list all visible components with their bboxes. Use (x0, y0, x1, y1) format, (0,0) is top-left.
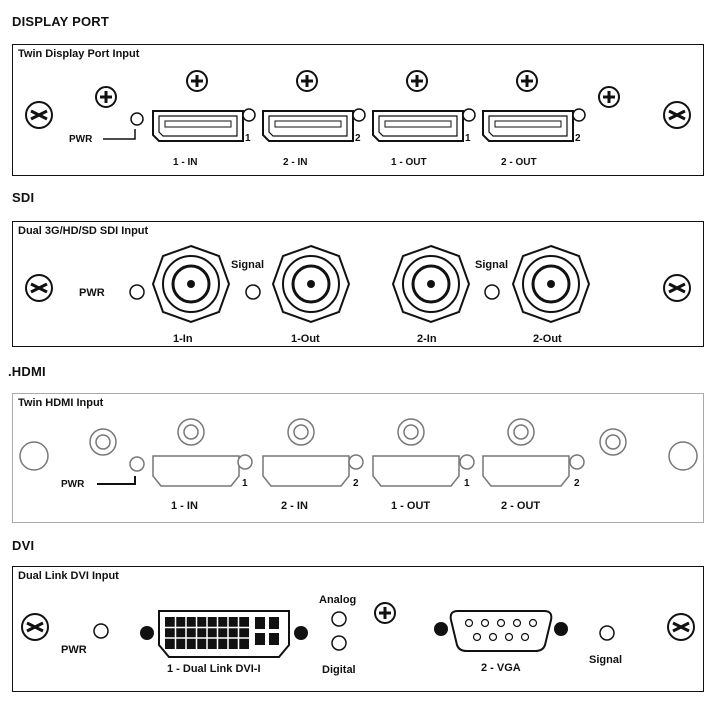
mount-screw (507, 418, 535, 446)
panel-title: Twin Display Port Input (18, 48, 140, 60)
port-label: 2 - IN (283, 157, 307, 168)
port-label: 2-In (417, 333, 437, 345)
signal-label: Signal (231, 259, 264, 271)
led-number: 1 (245, 133, 251, 144)
panel-screw-right (667, 613, 695, 641)
mount-screw (374, 602, 396, 624)
displayport-connector-1-out[interactable] (372, 110, 464, 142)
panel-title: Twin HDMI Input (18, 397, 104, 409)
hdmi-panel-art: PWR 1 2 1 2 1 - IN 2 - IN 1 - OUT 2 - OU… (19, 418, 698, 512)
pwr-led (93, 623, 109, 639)
mount-screw (296, 70, 318, 92)
bnc-connector-1-out[interactable] (271, 244, 351, 324)
pwr-label: PWR (61, 644, 87, 656)
port-label: 1-Out (291, 333, 320, 345)
hdmi-connector-2-in[interactable] (262, 455, 350, 487)
mount-screw (177, 418, 205, 446)
vga-connector[interactable] (434, 610, 568, 652)
signal-label: Signal (589, 654, 622, 666)
port-label: 2 - IN (281, 500, 308, 512)
port-label: 2 - OUT (501, 500, 540, 512)
panel-dvi: Dual Link DVI Input PWR 1 - Dual (12, 566, 704, 692)
led-number: 1 (465, 133, 471, 144)
led-number: 2 (353, 478, 359, 489)
dvi-connector[interactable] (140, 610, 308, 658)
section-title-dvi: DVI (12, 538, 35, 553)
port-label: 1 - IN (173, 157, 197, 168)
signal-led (484, 284, 500, 300)
pwr-led (130, 112, 144, 126)
mount-screw (89, 428, 117, 456)
sdi-panel-art: PWR Signal Signal (25, 244, 691, 345)
port-label: 1-In (173, 333, 193, 345)
status-led (352, 108, 366, 122)
port-label: 1 - OUT (391, 500, 430, 512)
port-label: 1 - OUT (391, 157, 427, 168)
status-led (242, 108, 256, 122)
analog-led (331, 611, 347, 627)
panel-screw-left (19, 441, 49, 471)
displayport-connector-2-in[interactable] (262, 110, 354, 142)
pwr-label: PWR (69, 134, 93, 145)
mount-screw (287, 418, 315, 446)
led-number: 1 (464, 478, 470, 489)
panel-screw-left (25, 274, 53, 302)
mount-screw (186, 70, 208, 92)
pwr-led (129, 284, 145, 300)
panel-screw-right (663, 101, 691, 129)
led-number: 2 (355, 133, 361, 144)
panel-hdmi: Twin HDMI Input PWR 1 2 1 2 1 - IN (12, 393, 704, 523)
port-label: 2-Out (533, 333, 562, 345)
panel-screw-left (21, 613, 49, 641)
panel-screw-right (663, 274, 691, 302)
section-title-sdi: SDI (12, 190, 35, 205)
status-led (237, 454, 253, 470)
mount-screw (598, 86, 620, 108)
displayport-connector-2-out[interactable] (482, 110, 574, 142)
panel-screw-left (25, 101, 53, 129)
bnc-connector-1-in[interactable] (151, 244, 231, 324)
bnc-connector-2-out[interactable] (511, 244, 591, 324)
mount-screw (406, 70, 428, 92)
vga-port-label: 2 - VGA (481, 662, 521, 674)
hdmi-connector-1-out[interactable] (372, 455, 460, 487)
analog-label: Analog (319, 594, 356, 606)
panel-title: Dual 3G/HD/SD SDI Input (18, 225, 149, 237)
led-number: 2 (574, 478, 580, 489)
hdmi-connector-2-out[interactable] (482, 455, 570, 487)
dvi-panel-art: PWR 1 - Dual Link DVI-I Analog Digital (21, 594, 695, 676)
status-led (348, 454, 364, 470)
port-label: 1 - IN (171, 500, 198, 512)
bnc-connector-2-in[interactable] (391, 244, 471, 324)
status-led (569, 454, 585, 470)
digital-led (331, 635, 347, 651)
status-led (572, 108, 586, 122)
panel-sdi: Dual 3G/HD/SD SDI Input PWR (12, 221, 704, 347)
panel-displayport: Twin Display Port Input PWR (12, 44, 704, 176)
panel-title: Dual Link DVI Input (18, 570, 119, 582)
mount-screw (397, 418, 425, 446)
section-title-hdmi: .HDMI (8, 364, 46, 379)
status-led (462, 108, 476, 122)
pwr-led (129, 456, 145, 472)
section-title-displayport: DISPLAY PORT (12, 14, 110, 29)
panel-screw-right (668, 441, 698, 471)
displayport-connector-1-in[interactable] (152, 110, 244, 142)
mount-screw (516, 70, 538, 92)
led-number: 1 (242, 478, 248, 489)
digital-label: Digital (322, 664, 356, 676)
dvi-port-label: 1 - Dual Link DVI-I (167, 663, 261, 675)
signal-led (599, 625, 615, 641)
signal-led (245, 284, 261, 300)
hdmi-connector-1-in[interactable] (152, 455, 240, 487)
led-number: 2 (575, 133, 581, 144)
port-label: 2 - OUT (501, 157, 537, 168)
status-led (459, 454, 475, 470)
pwr-label: PWR (79, 287, 105, 299)
mount-screw (599, 428, 627, 456)
pwr-label: PWR (61, 479, 85, 490)
mount-screw (95, 86, 117, 108)
displayport-panel-art: PWR 1 2 1 2 1 - IN (25, 70, 691, 168)
signal-label: Signal (475, 259, 508, 271)
